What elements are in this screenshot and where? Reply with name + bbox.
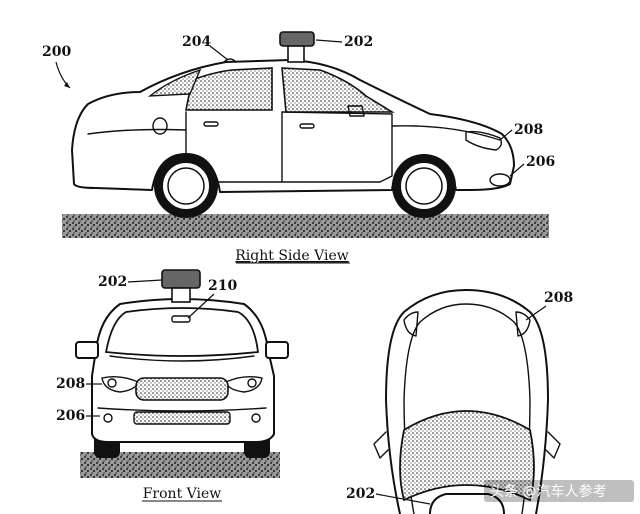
front-left-headlight-lamp [107,378,117,388]
front-ref-sensor: 202 [98,274,127,290]
front-right-headlight-lamp [247,378,257,388]
side-hood-line [391,125,501,141]
side-trunk-line [87,128,187,135]
front-view-caption: Front View [143,486,222,502]
top-ref-sensor: 202 [346,486,375,502]
side-roof-sensor [279,31,315,63]
top-hood-contour [403,303,531,514]
side-view-caption: Right Side View [235,248,348,264]
watermark-text: 头条 @汽车人参考 [490,483,606,500]
side-front-window [281,67,395,113]
front-lower-grille [133,411,231,425]
side-rear-quarter-window [147,68,202,97]
right-side-view: 204 202 208 206 Right Side View [62,31,555,264]
top-car-body [385,289,549,514]
front-ref-sensor-leader [127,279,163,283]
side-ref-roof-leader [209,45,229,61]
front-left-headlight [101,375,139,393]
front-right-headlight [225,375,263,393]
top-left-mirror [373,431,389,459]
side-ground [62,214,549,238]
side-roof-antenna [223,58,237,63]
front-view: 202 210 208 206 Front View [56,269,289,502]
watermark: 头条 @汽车人参考 [484,480,634,502]
front-ref-bumper: 206 [56,408,85,424]
side-ref-bumper: 206 [526,154,555,170]
front-grille [135,377,229,401]
side-ref-sensor-leader [315,39,343,43]
side-fuel-cap [152,117,168,135]
front-left-mirror [75,341,99,359]
top-left-headlight [403,311,419,337]
front-hood-line [109,355,255,362]
front-left-fog-light [103,413,113,423]
side-ref-headlight-leader [499,129,513,141]
top-ref-sensor-leader [375,493,431,505]
top-view: 208 202 [346,289,573,514]
side-ref-roof: 204 [182,34,211,50]
front-windshield [104,307,260,357]
side-ref-headlight: 208 [514,122,543,138]
side-ref-sensor: 202 [344,34,373,50]
top-ref-headlight-leader [525,305,547,321]
figure-ref-label: 200 [42,44,71,60]
side-rear-wheel [154,154,218,218]
front-ref-camera-leader [187,293,215,319]
front-ref-headlight: 208 [56,376,85,392]
front-ref-camera: 210 [208,278,237,294]
side-front-door-handle [299,123,315,129]
top-right-mirror [545,431,561,459]
front-right-fog-light [251,413,261,423]
figure-ref-arrow [64,82,70,88]
side-front-door [281,111,393,183]
side-ref-bumper-leader [509,163,525,177]
top-roof-sensor [429,493,505,514]
top-windshield [399,410,535,502]
top-ref-headlight: 208 [544,290,573,306]
front-right-mirror [265,341,289,359]
front-camera [171,315,191,323]
side-rear-door-handle [203,121,219,127]
top-right-headlight [515,311,531,337]
watermark-backdrop [484,480,634,502]
front-roof-sensor [161,269,201,303]
side-mirror [347,105,365,117]
side-fog-light [489,173,511,187]
front-bumper-line [97,407,267,412]
side-front-wheel [392,154,456,218]
side-headlight [465,130,503,151]
